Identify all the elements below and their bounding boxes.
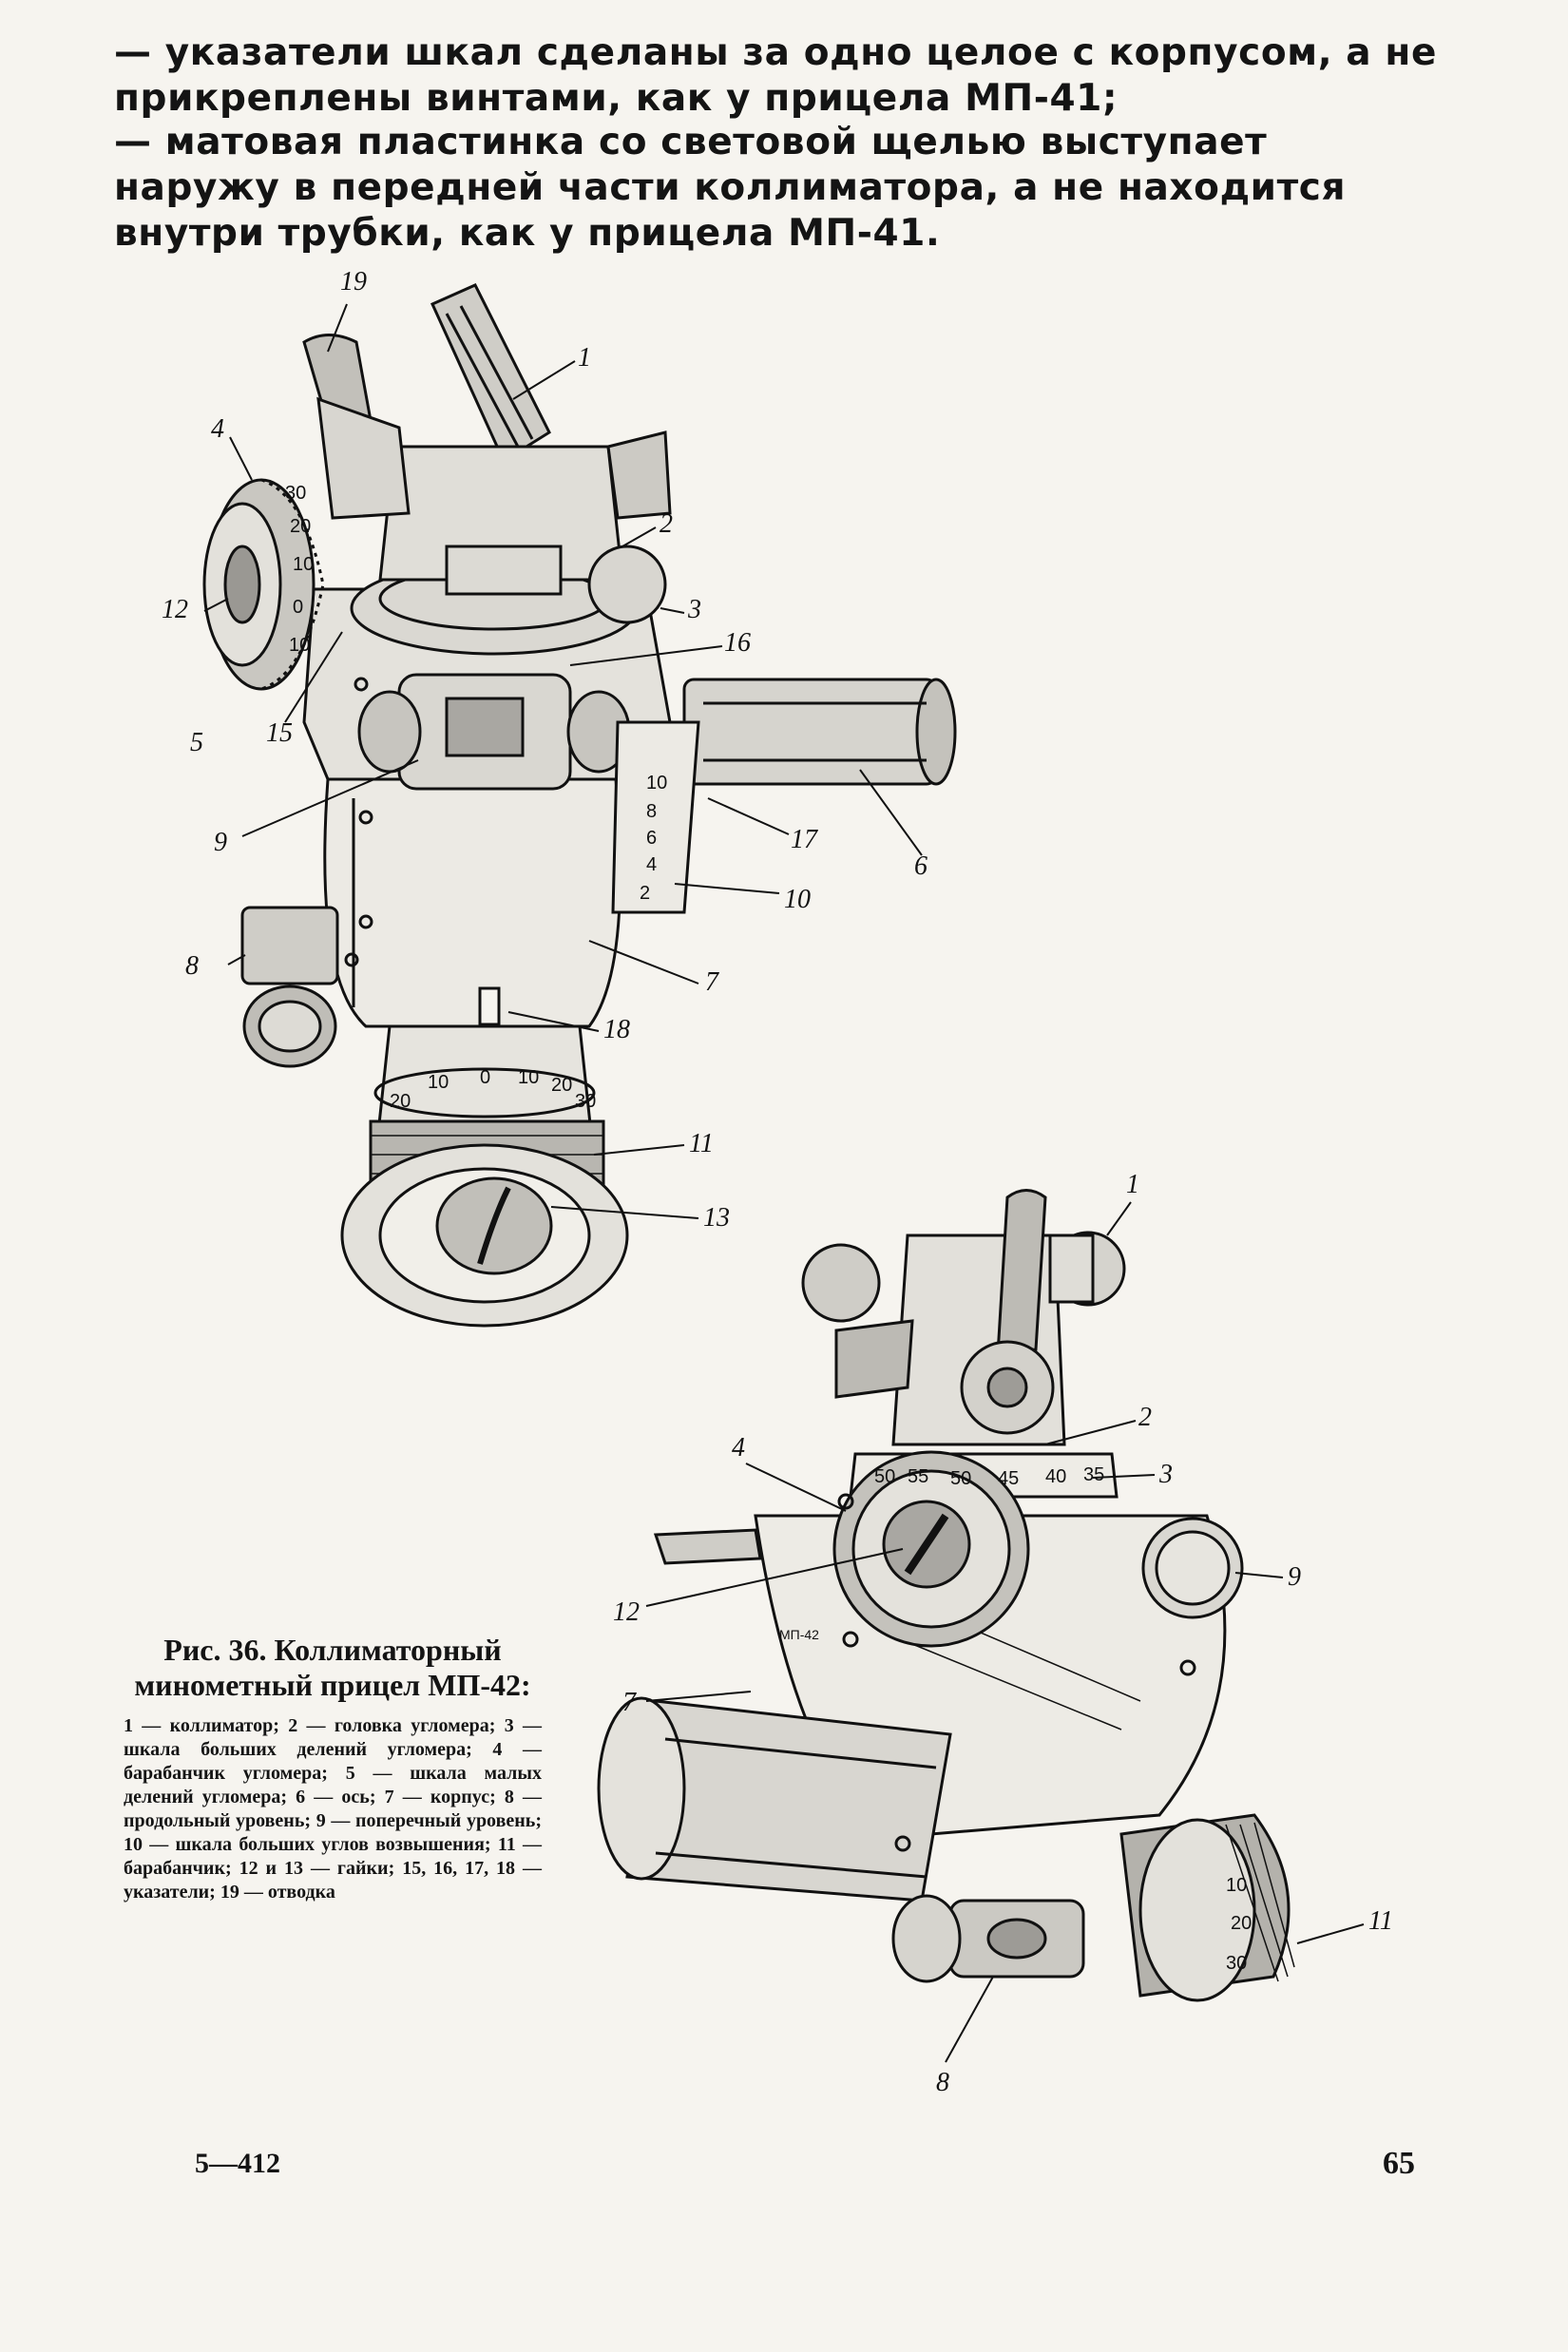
drum-scale-mark: 30 bbox=[1226, 1953, 1247, 1974]
callout-top: 6 bbox=[914, 851, 927, 881]
caption-legend: 1 — коллиматор; 2 — головка угломера; 3 … bbox=[124, 1715, 542, 1903]
callout-top: 7 bbox=[705, 967, 719, 997]
callout-bottom: 3 bbox=[1158, 1460, 1173, 1489]
callout-bottom: 1 bbox=[1126, 1170, 1139, 1199]
caption-title: Рис. 36. Коллиматорный минометный прицел… bbox=[134, 1633, 531, 1702]
callout-top: 3 bbox=[687, 595, 701, 624]
ring-scale-mark: 45 bbox=[998, 1468, 1019, 1489]
callout-top: 19 bbox=[340, 267, 367, 296]
callout-top: 1 bbox=[578, 343, 591, 373]
callout-top: 4 bbox=[211, 414, 224, 444]
drum-scale-mark: 10 bbox=[1226, 1875, 1247, 1896]
callout-top: 13 bbox=[703, 1203, 730, 1233]
callout-bottom: 8 bbox=[936, 2068, 949, 2097]
elev-scale-mark: 2 bbox=[640, 883, 650, 904]
ring-scale-mark: 40 bbox=[1045, 1466, 1066, 1487]
head-scale-mark: 20 bbox=[290, 516, 311, 537]
callout-top: 8 bbox=[185, 951, 199, 981]
elev-scale-mark: 10 bbox=[646, 773, 667, 794]
drum-scale-mark: 30 bbox=[575, 1091, 596, 1112]
callout-bottom: 4 bbox=[732, 1433, 745, 1463]
figure-caption: Рис. 36. Коллиматорный минометный прицел… bbox=[124, 1633, 542, 1904]
head-scale-mark: 0 bbox=[293, 597, 303, 618]
head-scale-mark: 10 bbox=[293, 554, 314, 575]
drum-scale-mark: 20 bbox=[551, 1075, 572, 1096]
callout-bottom: 9 bbox=[1288, 1562, 1301, 1592]
callout-top: 15 bbox=[266, 718, 293, 748]
body-paragraph-1: — указатели шкал сделаны за одно целое с… bbox=[114, 31, 1438, 120]
callout-top: 5 bbox=[190, 728, 203, 757]
callout-top: 17 bbox=[791, 825, 818, 854]
callout-top: 16 bbox=[724, 628, 751, 658]
callout-bottom: 11 bbox=[1368, 1906, 1393, 1936]
drum-scale-mark: 20 bbox=[1231, 1913, 1252, 1934]
elev-scale-mark: 6 bbox=[646, 828, 657, 849]
callout-top: 11 bbox=[689, 1129, 714, 1158]
drum-scale-mark: 10 bbox=[428, 1072, 449, 1093]
elev-scale-mark: 4 bbox=[646, 854, 657, 875]
page-number: 65 bbox=[1383, 2146, 1415, 2181]
ring-scale-mark: 55 bbox=[908, 1466, 928, 1487]
callout-top: 2 bbox=[660, 509, 673, 539]
callout-top: 10 bbox=[784, 885, 811, 914]
printer-signature: 5—412 bbox=[195, 2148, 280, 2179]
drum-scale-mark: 0 bbox=[480, 1067, 490, 1088]
callout-bottom: 12 bbox=[613, 1597, 640, 1627]
body-marking: МП-42 bbox=[779, 1627, 819, 1642]
callout-top: 18 bbox=[603, 1015, 630, 1044]
head-scale-mark: 10 bbox=[289, 635, 310, 656]
body-paragraph-2: — матовая пластинка со световой щелью вы… bbox=[114, 121, 1347, 255]
callout-top: 9 bbox=[214, 828, 227, 857]
head-scale-mark: 30 bbox=[285, 483, 306, 504]
drum-scale-mark: 20 bbox=[390, 1091, 411, 1112]
ring-scale-mark: 50 bbox=[874, 1466, 895, 1487]
callout-top: 12 bbox=[162, 595, 188, 624]
elev-scale-mark: 8 bbox=[646, 801, 657, 822]
drum-scale-mark: 10 bbox=[518, 1067, 539, 1088]
callout-bottom: 2 bbox=[1138, 1403, 1152, 1432]
ring-scale-mark: 35 bbox=[1083, 1464, 1104, 1485]
callout-bottom: 7 bbox=[622, 1688, 637, 1717]
ring-scale-mark: 50 bbox=[950, 1468, 971, 1489]
